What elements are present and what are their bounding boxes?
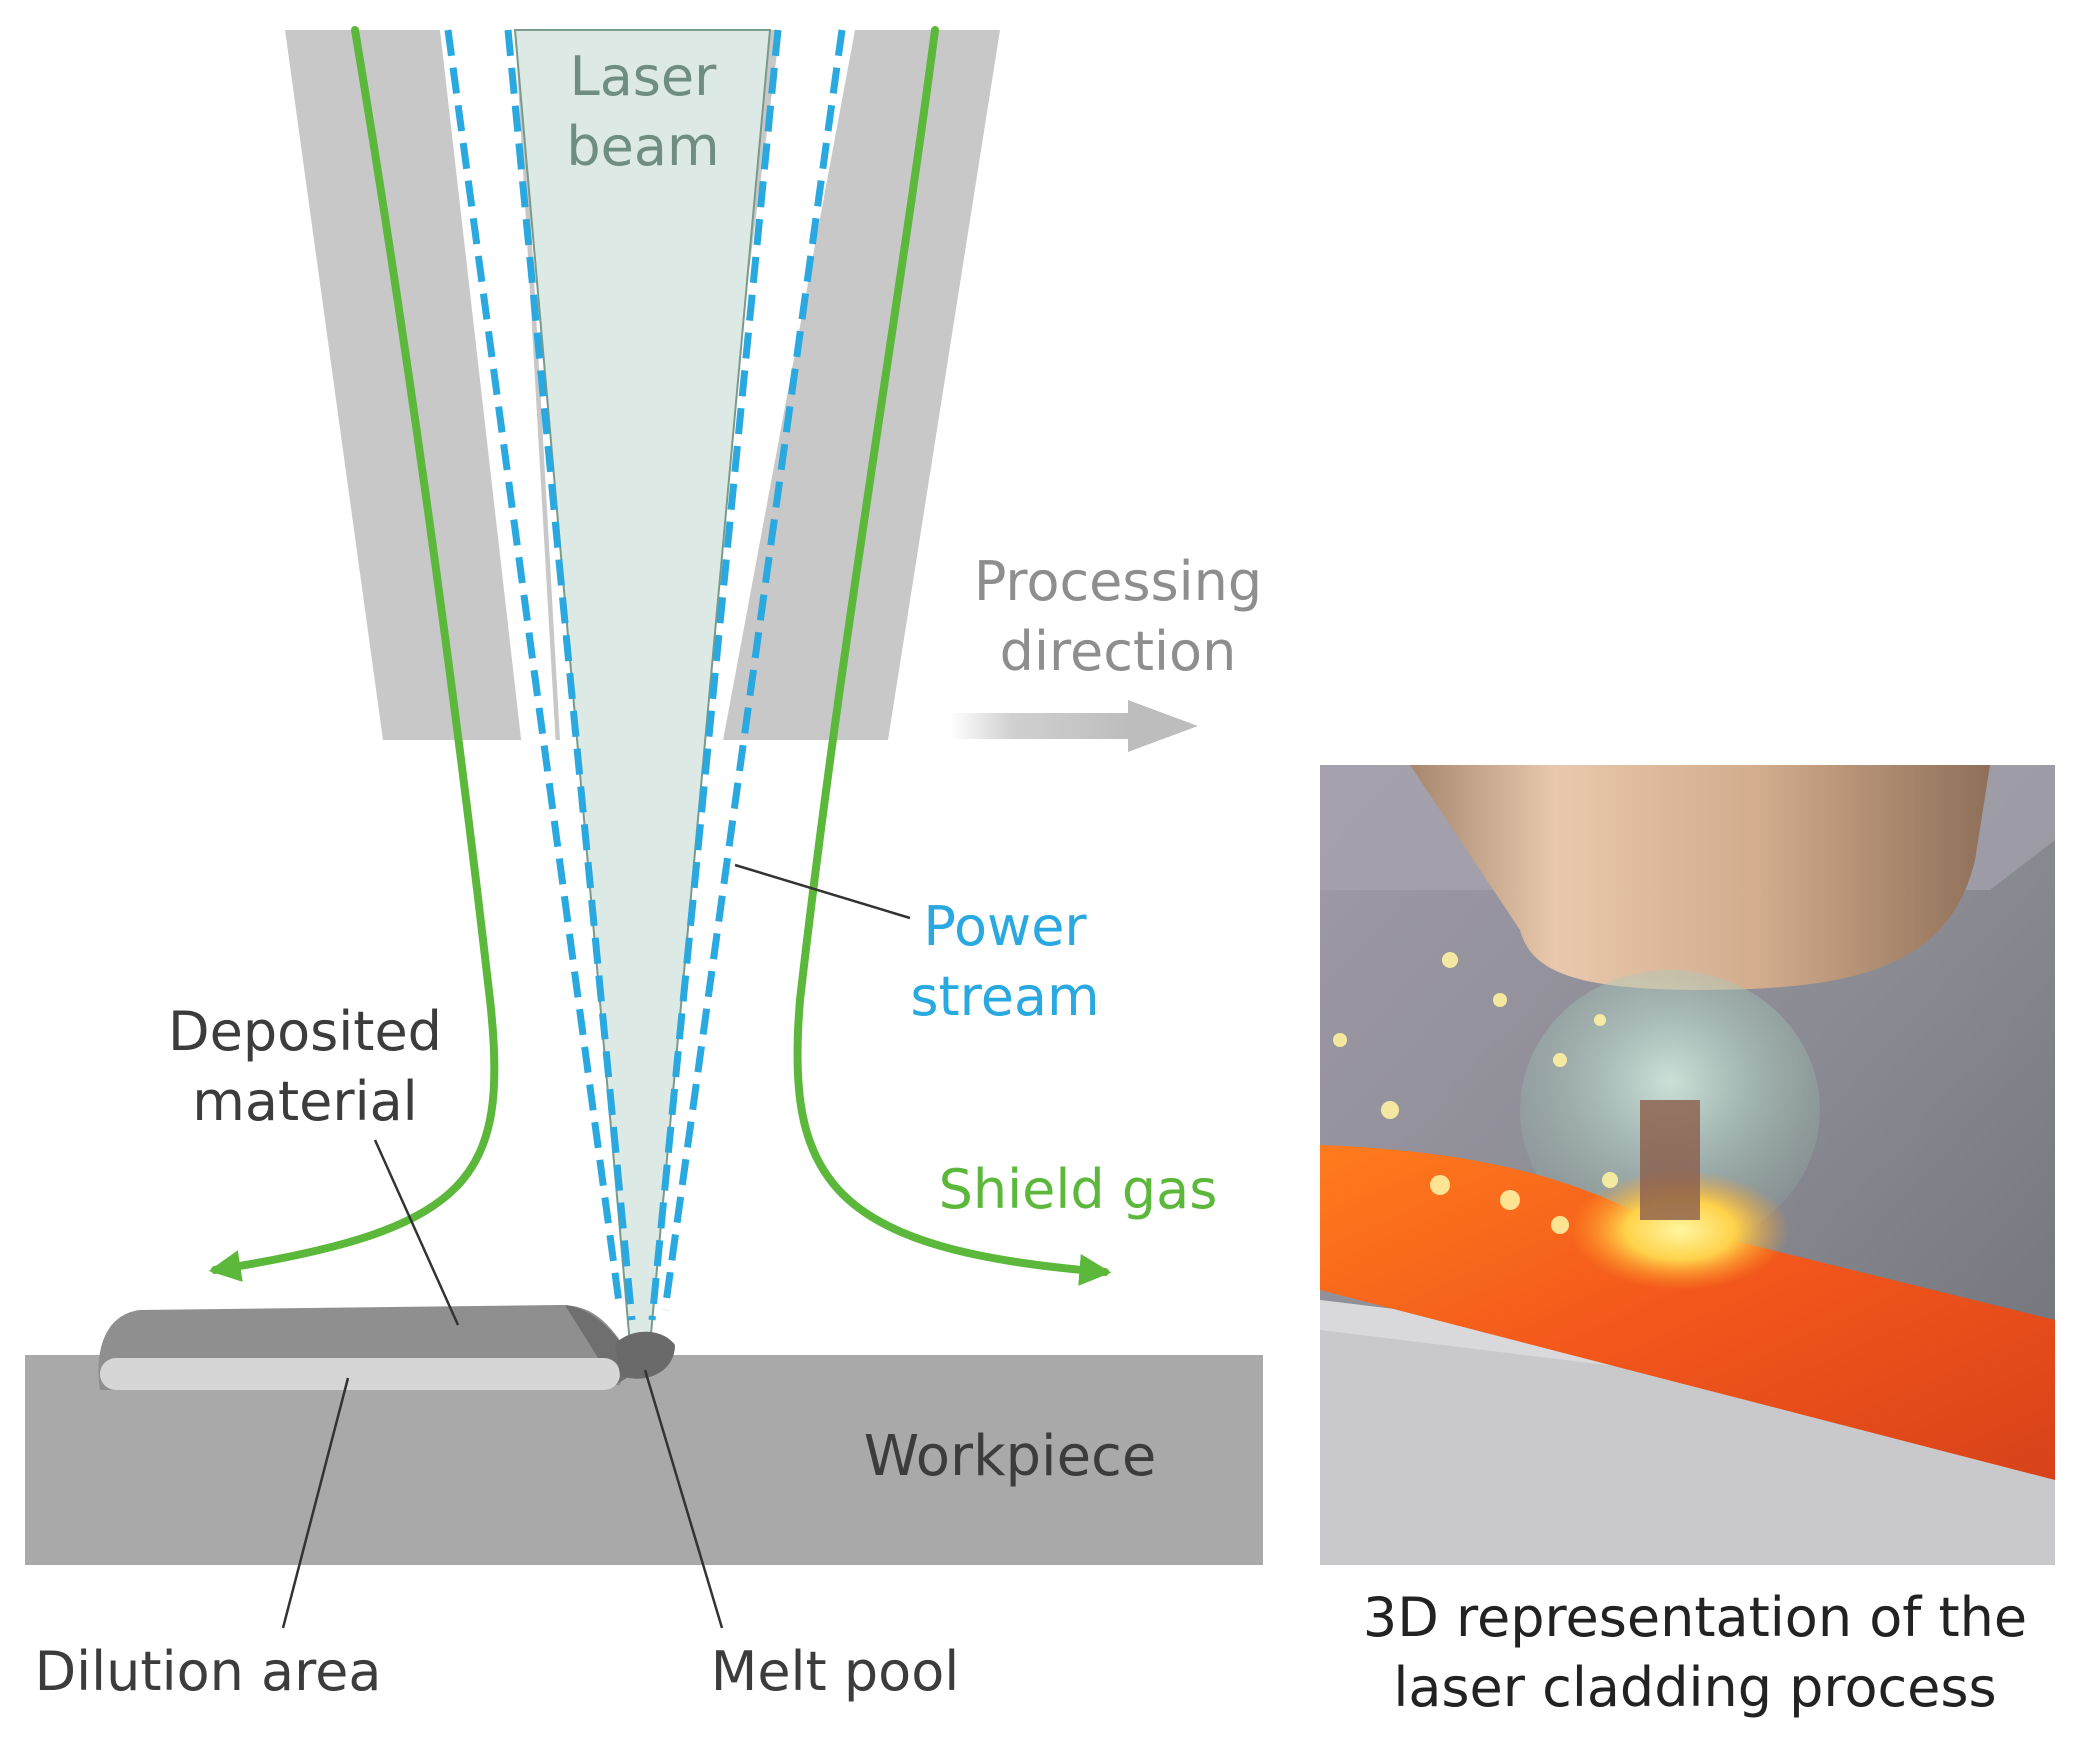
render-nozzle — [1410, 765, 1990, 990]
shield-gas-left-line — [208, 26, 499, 1282]
deposited-material-label-line1: Deposited — [168, 1000, 442, 1063]
powder-stream-right-inner — [648, 29, 782, 1321]
powder-stream-right-outer — [661, 29, 846, 1311]
dilution-area — [100, 1358, 620, 1390]
melt-pool-label: Melt pool — [711, 1640, 960, 1703]
shield-gas — [208, 26, 1112, 1286]
powder-stream — [444, 29, 846, 1321]
dilution-area-label: Dilution area — [35, 1640, 382, 1703]
caption-line1: 3D representation of the — [1363, 1586, 2027, 1649]
leader-deposited-material — [373, 1139, 460, 1326]
render-melt-glow — [1570, 1170, 1790, 1290]
3d-render-image — [1320, 765, 2055, 1565]
caption-line2: laser cladding process — [1393, 1656, 1996, 1719]
processing-direction-label-line2: direction — [1000, 620, 1237, 683]
laser-beam-label-line1: Laser — [570, 45, 718, 108]
workpiece-label: Workpiece — [864, 1424, 1157, 1489]
laser-beam-label-line2: beam — [566, 115, 719, 178]
powder-stream-left-outer — [444, 29, 624, 1311]
leader-power-stream — [734, 863, 911, 920]
render-sparks — [1333, 952, 1618, 1234]
leader-lines — [281, 863, 911, 1629]
processing-direction-arrow — [950, 700, 1198, 752]
render-powder-column — [1640, 1100, 1700, 1220]
leader-dilution-area — [281, 1377, 350, 1629]
power-stream-label-line2: stream — [910, 965, 1099, 1028]
render-base-plate — [1320, 1300, 2055, 1565]
deposited-material-label-line2: material — [192, 1070, 417, 1133]
powder-stream-left-inner — [504, 29, 636, 1321]
melt-pool — [615, 1331, 675, 1379]
power-stream-label-line1: Power — [923, 895, 1087, 958]
shield-gas-right-line — [793, 26, 1112, 1286]
shield-gas-label: Shield gas — [939, 1158, 1218, 1221]
processing-direction-label-line1: Processing — [974, 550, 1262, 613]
nozzle-left-inner-gap — [440, 30, 575, 1080]
render-cladding-track — [1320, 1145, 2055, 1480]
leader-melt-pool — [643, 1369, 724, 1629]
